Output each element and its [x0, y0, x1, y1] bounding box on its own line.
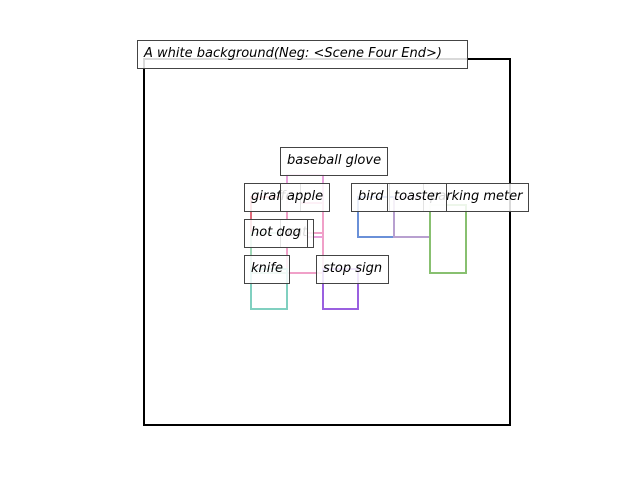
label-baseball-glove: baseball glove — [280, 147, 389, 176]
label-stop-sign: stop sign — [316, 255, 390, 284]
box-parking-meter — [429, 204, 467, 274]
label-hot-dog: hot dog — [244, 219, 308, 248]
label-toaster: toaster — [387, 183, 448, 212]
label-apple: apple — [280, 183, 331, 212]
scene-title-label: A white background(Neg: <Scene Four End>… — [137, 40, 468, 69]
box-giraffe — [250, 196, 288, 310]
scene-frame — [143, 58, 511, 426]
label-knife: knife — [244, 255, 290, 284]
label-bird: bird — [351, 183, 391, 212]
